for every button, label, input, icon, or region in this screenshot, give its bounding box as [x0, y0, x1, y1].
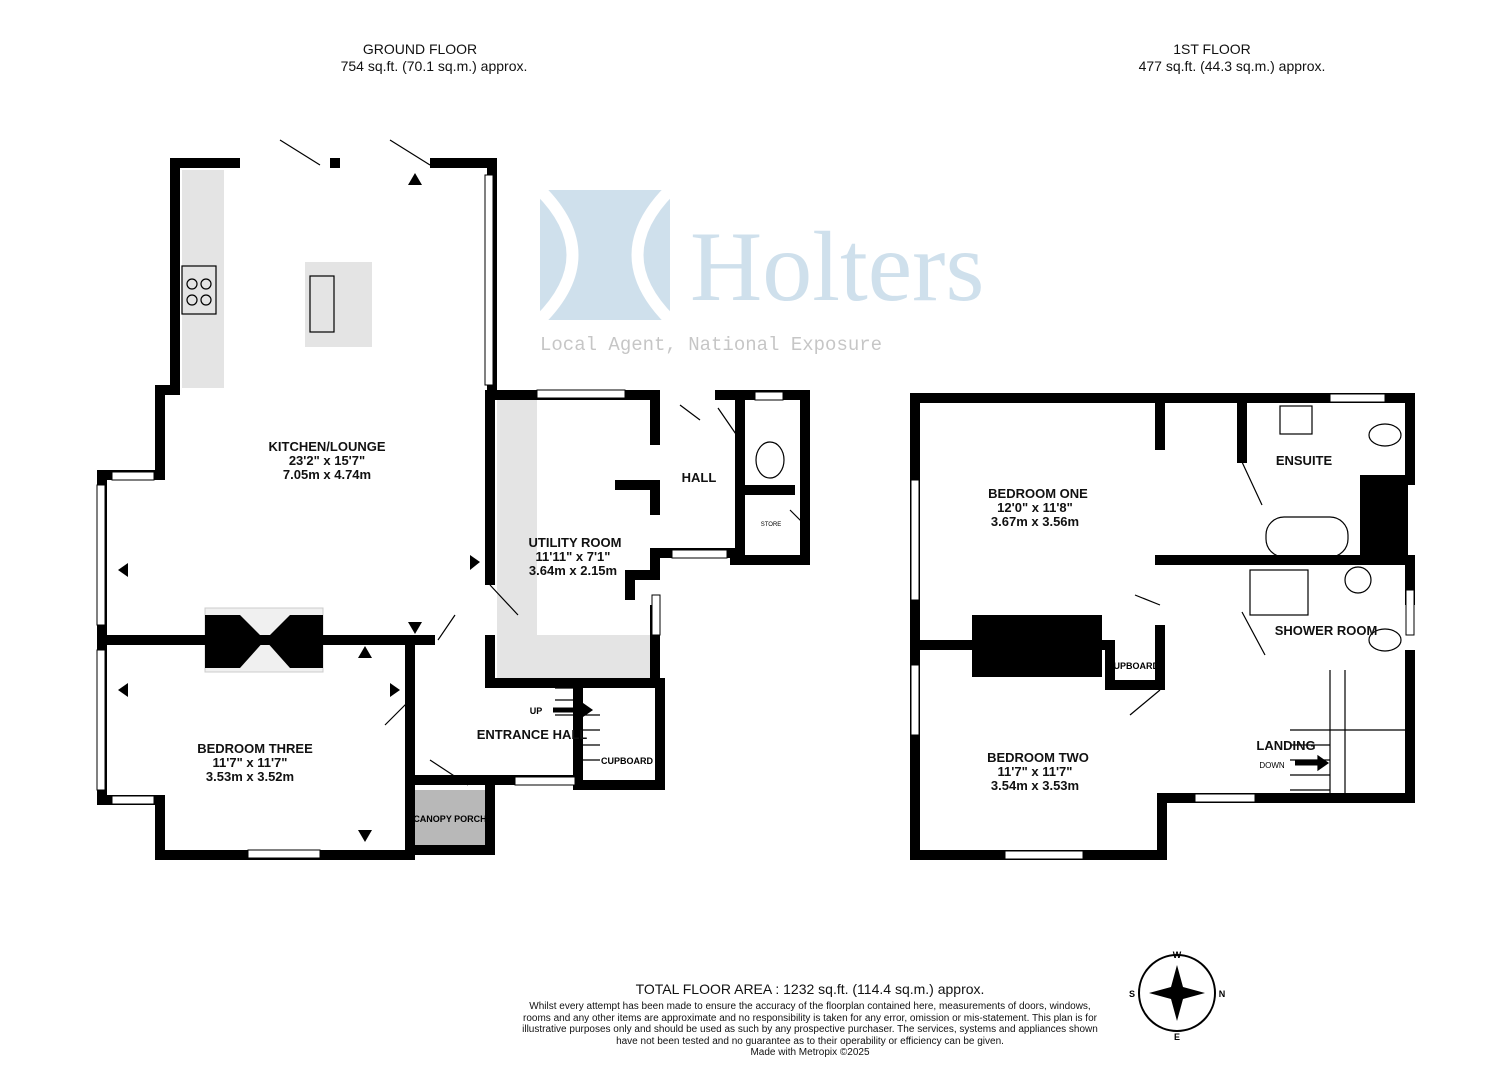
ground-floor-windows [96, 174, 784, 859]
svg-text:3.64m x 2.15m: 3.64m x 2.15m [529, 563, 617, 578]
svg-text:11'11" x 7'1": 11'11" x 7'1" [536, 549, 611, 564]
hob-icon [181, 265, 217, 315]
kitchen-worktop [182, 170, 224, 388]
hall-label: HALL [682, 470, 717, 485]
landing-label: LANDING [1256, 738, 1315, 753]
svg-text:E: E [1174, 1032, 1180, 1042]
canopy-porch-area [412, 790, 490, 850]
svg-text:7.05m x 4.74m: 7.05m x 4.74m [283, 467, 371, 482]
holters-watermark-logo: Holters Local Agent, National Exposure [535, 185, 984, 356]
svg-text:BEDROOM THREE: BEDROOM THREE [197, 741, 313, 756]
svg-text:23'2" x 15'7": 23'2" x 15'7" [289, 453, 365, 468]
direction-markers [118, 173, 480, 842]
svg-text:11'7" x 11'7": 11'7" x 11'7" [998, 764, 1073, 779]
svg-text:UTILITY ROOM: UTILITY ROOM [529, 535, 622, 550]
up-label: UP [530, 706, 543, 716]
ground-floor-area: 754 sq.ft. (70.1 sq.m.) approx. [341, 58, 528, 74]
cupboard-label: CUPBOARD [601, 756, 654, 766]
bathroom-fixtures [1129, 405, 1402, 716]
room-bedroom-two: BEDROOM TWO 11'7" x 11'7" 3.54m x 3.53m [987, 750, 1089, 793]
kitchen-island [305, 262, 372, 347]
first-floor-stairs [1290, 670, 1405, 795]
svg-text:Local Agent, National Exposure: Local Agent, National Exposure [540, 334, 882, 356]
first-floor-title: 1ST FLOOR [1173, 41, 1251, 57]
entrance-hall-label: ENTRANCE HALL [477, 727, 588, 742]
canopy-porch-label: CANOPY PORCH [413, 814, 486, 824]
stairs [553, 687, 600, 780]
svg-text:3.67m x 3.56m: 3.67m x 3.56m [991, 514, 1079, 529]
store-label: STORE [761, 522, 782, 528]
svg-text:3.54m x 3.53m: 3.54m x 3.53m [991, 778, 1079, 793]
fireplace-icon [205, 615, 323, 668]
compass-icon: W N E S [1129, 950, 1225, 1042]
disclaimer: Whilst every attempt has been made to en… [522, 1001, 1098, 1047]
doors [279, 139, 806, 786]
ground-floor-walls [97, 158, 810, 860]
room-bedroom-three: BEDROOM THREE 11'7" x 11'7" 3.53m x 3.52… [197, 741, 313, 784]
first-floor-windows [910, 393, 1415, 860]
svg-text:BEDROOM TWO: BEDROOM TWO [987, 750, 1089, 765]
svg-text:W: W [1173, 950, 1182, 960]
first-floor-area: 477 sq.ft. (44.3 sq.m.) approx. [1139, 58, 1326, 74]
footer: TOTAL FLOOR AREA : 1232 sq.ft. (114.4 sq… [515, 981, 1105, 1059]
sink-icon [309, 275, 335, 333]
svg-text:3.53m x 3.52m: 3.53m x 3.52m [206, 769, 294, 784]
svg-text:BEDROOM ONE: BEDROOM ONE [988, 486, 1088, 501]
svg-text:KITCHEN/LOUNGE: KITCHEN/LOUNGE [269, 439, 386, 454]
chimney-breast [972, 615, 1102, 677]
svg-text:S: S [1129, 989, 1135, 999]
total-floor-area: TOTAL FLOOR AREA : 1232 sq.ft. (114.4 sq… [635, 981, 985, 997]
svg-text:Holters: Holters [690, 211, 984, 322]
ensuite-label: ENSUITE [1276, 453, 1333, 468]
svg-text:N: N [1219, 989, 1226, 999]
room-utility: UTILITY ROOM 11'11" x 7'1" 3.64m x 2.15m [529, 535, 622, 578]
svg-text:12'0" x 11'8": 12'0" x 11'8" [997, 500, 1073, 515]
down-label: DOWN [1259, 761, 1285, 770]
first-cupboard-label: CUPBOARD [1107, 661, 1160, 671]
made-with: Made with Metropix ©2025 [750, 1047, 870, 1058]
shower-room-label: SHOWER ROOM [1275, 623, 1378, 638]
svg-text:11'7" x 11'7": 11'7" x 11'7" [213, 755, 288, 770]
toilet-icon [755, 441, 785, 479]
room-bedroom-one: BEDROOM ONE 12'0" x 11'8" 3.67m x 3.56m [988, 486, 1088, 529]
room-kitchen-lounge: KITCHEN/LOUNGE 23'2" x 15'7" 7.05m x 4.7… [269, 439, 386, 482]
utility-worktop [497, 400, 537, 675]
ground-floor-title: GROUND FLOOR [363, 41, 477, 57]
